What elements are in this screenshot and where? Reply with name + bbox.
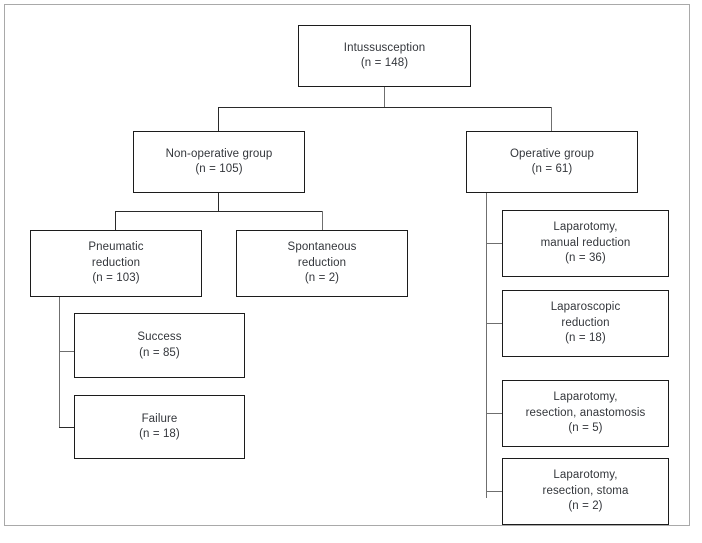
node-spontaneous-reduction-label-2: reduction: [297, 256, 347, 269]
node-laparoscopic-reduction[interactable]: Laparoscopic reduction (n = 18): [502, 290, 669, 357]
node-laparotomy-resection-stoma-label-1: Laparotomy,: [553, 469, 618, 482]
node-non-operative-group-count: (n = 105): [195, 163, 243, 175]
connector-to-failure: [59, 427, 75, 428]
connector-to-lap-stoma: [486, 491, 503, 492]
node-pneumatic-reduction-label-2: reduction: [91, 256, 141, 269]
node-pneumatic-reduction-label-1: Pneumatic: [88, 241, 144, 254]
node-laparoscopic-reduction-count: (n = 18): [565, 332, 606, 345]
node-failure-label: Failure: [141, 412, 178, 425]
node-success-count: (n = 85): [139, 346, 180, 359]
connector-root-down: [384, 86, 385, 108]
node-failure-count: (n = 18): [139, 428, 180, 440]
node-laparotomy-manual-reduction-label-1: Laparotomy,: [553, 221, 618, 234]
connector-to-pneumatic: [115, 211, 116, 230]
connector-root-bar: [218, 107, 552, 108]
node-laparotomy-resection-stoma-count: (n = 2): [568, 500, 603, 513]
node-laparoscopic-reduction-label-2: reduction: [561, 316, 610, 329]
node-operative-group-count: (n = 61): [531, 163, 573, 175]
node-laparotomy-manual-reduction-count: (n = 36): [565, 252, 606, 265]
node-laparotomy-resection-anastomosis-label-1: Laparotomy,: [553, 391, 618, 404]
node-pneumatic-reduction[interactable]: Pneumatic reduction (n = 103): [30, 230, 202, 297]
connector-to-operative: [551, 107, 552, 132]
node-non-operative-group-label: Non-operative group: [165, 147, 273, 160]
node-laparotomy-manual-reduction-label-2: manual reduction: [540, 236, 631, 249]
node-spontaneous-reduction-count: (n = 2): [304, 272, 340, 285]
node-operative-group-label: Operative group: [510, 147, 594, 160]
connector-to-spontaneous: [322, 211, 323, 230]
node-intussusception[interactable]: Intussusception (n = 148): [298, 25, 471, 87]
node-laparoscopic-reduction-label-1: Laparoscopic: [550, 301, 621, 314]
connector-to-non-operative: [218, 107, 219, 132]
node-laparotomy-resection-stoma-label-2: resection, stoma: [542, 484, 629, 497]
connector-to-lap-manual: [486, 243, 503, 244]
node-non-operative-group[interactable]: Non-operative group (n = 105): [133, 131, 305, 193]
node-pneumatic-reduction-count: (n = 103): [92, 272, 140, 285]
node-success[interactable]: Success (n = 85): [74, 313, 245, 378]
node-laparotomy-manual-reduction[interactable]: Laparotomy, manual reduction (n = 36): [502, 210, 669, 277]
node-success-label: Success: [137, 331, 182, 343]
connector-pneumatic-trunk: [59, 297, 60, 427]
node-spontaneous-reduction-label-1: Spontaneous: [287, 241, 357, 254]
node-laparotomy-resection-stoma[interactable]: Laparotomy, resection, stoma (n = 2): [502, 458, 669, 525]
node-intussusception-label: Intussusception: [343, 41, 426, 54]
node-laparotomy-resection-anastomosis[interactable]: Laparotomy, resection, anastomosis (n = …: [502, 380, 669, 447]
node-spontaneous-reduction[interactable]: Spontaneous reduction (n = 2): [236, 230, 408, 297]
connector-operative-trunk: [486, 193, 487, 498]
connector-non-operative-down: [218, 193, 219, 212]
node-laparotomy-resection-anastomosis-label-2: resection, anastomosis: [525, 406, 646, 419]
node-laparotomy-resection-anastomosis-count: (n = 5): [568, 422, 603, 435]
connector-to-success: [59, 351, 75, 352]
node-failure[interactable]: Failure (n = 18): [74, 395, 245, 459]
connector-non-operative-bar: [115, 211, 323, 212]
node-operative-group[interactable]: Operative group (n = 61): [466, 131, 638, 193]
node-intussusception-count: (n = 148): [360, 57, 409, 69]
connector-to-laparoscopic: [486, 323, 503, 324]
connector-to-lap-anastomosis: [486, 413, 503, 414]
